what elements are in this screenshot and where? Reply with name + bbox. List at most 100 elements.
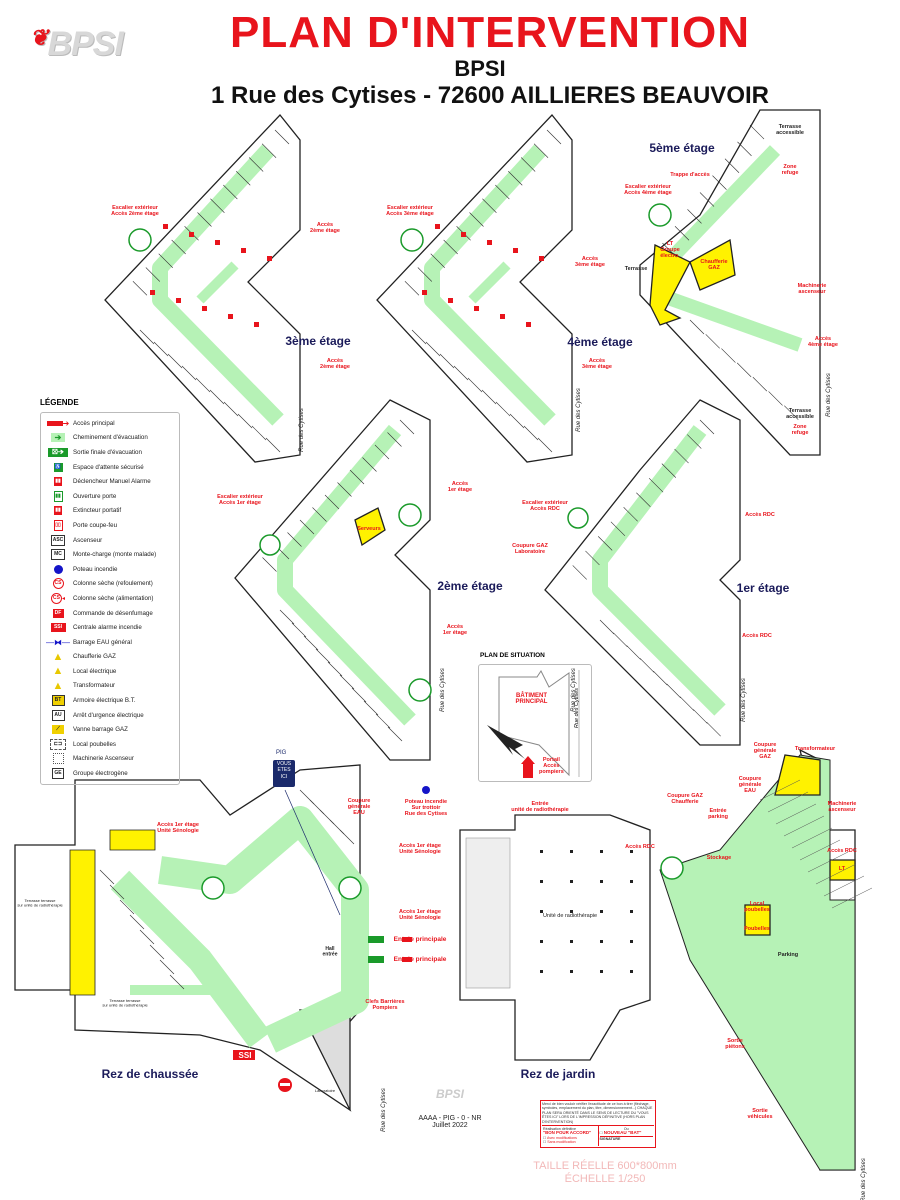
floor-3-room-wall — [132, 281, 148, 296]
floor-2-room-wall — [315, 648, 331, 664]
legend-item-lift-machinery: Machinerie Ascenseur — [43, 752, 177, 767]
fire-extinguisher-icon — [474, 306, 479, 311]
parking-bay-line — [775, 803, 817, 825]
signature-label: SIGNATURE — [599, 1135, 653, 1141]
floor-5-room-wall — [768, 391, 783, 406]
parking-bay-line — [799, 839, 841, 861]
floor-1-room-wall — [636, 492, 651, 507]
rdj-column — [600, 850, 603, 853]
alarm-trigger-icon: ▮▮ — [54, 477, 62, 487]
annotation-rdj-5: Transformateur — [795, 746, 836, 752]
floor-1-corridor — [592, 425, 726, 716]
legend-item-dry-riser-in: CS◂Colonne sèche (alimentation) — [43, 591, 177, 606]
legend-item-label: Sortie finale d'évacuation — [73, 448, 142, 456]
rdc-room-wall — [169, 974, 185, 990]
legend-item-label: Cheminement d'évacuation — [73, 434, 148, 442]
annotation-rdc-4: Entrée principale — [394, 956, 447, 963]
gas-valve-icon: ⟋ — [43, 725, 73, 735]
ou-label: Ou — [623, 1127, 629, 1132]
rdj-column — [540, 940, 543, 943]
floor-3-room-wall — [153, 341, 169, 357]
main-access-arrow-icon — [402, 957, 412, 962]
legend-item-label: Local poubelles — [73, 740, 117, 748]
floor-5-room-wall — [724, 158, 740, 173]
legend-item-fire-hydrant: Poteau incendie — [43, 562, 177, 577]
floor-label-rdc: Rez de chaussée — [102, 1067, 199, 1081]
floor-2-room-wall — [279, 609, 295, 625]
fire-extinguisher-icon — [202, 306, 207, 311]
plan-reference: AAAA - PIG - 0 - NR — [418, 1115, 482, 1122]
floor-1-room-wall — [623, 507, 638, 522]
dry-riser-out-icon: CS — [43, 578, 73, 590]
floor-3-room-wall — [197, 212, 212, 227]
parking-bay-line — [767, 791, 809, 813]
floor-4-room-wall — [467, 377, 483, 393]
rdc-room-wall — [139, 929, 155, 945]
legend-item-water-shutoff: —⧓—Barrage EAU général — [43, 635, 177, 650]
rdj-column — [540, 910, 543, 913]
fire-extinguisher-icon — [176, 298, 181, 303]
annotation-rdj-12: Parking — [778, 952, 798, 958]
floor-3-room-wall — [195, 377, 211, 393]
floor-2-room-wall — [287, 532, 302, 547]
floor-5-room-wall — [712, 175, 727, 190]
parking-lt-room — [829, 859, 856, 881]
floor-5-room-wall — [749, 124, 765, 140]
footer-logo: BPSI — [435, 1087, 464, 1101]
situation-title: PLAN DE SITUATION — [480, 652, 545, 659]
checkbox-sans[interactable]: ☐ Sans modification — [543, 1140, 576, 1145]
floor-4-room-wall — [509, 413, 525, 429]
main-access-arrow-icon: ➔ — [43, 419, 73, 428]
fire-extinguisher-icon — [435, 224, 440, 229]
fire-extinguisher-icon — [228, 314, 233, 319]
floor-2-room-wall — [351, 687, 367, 703]
rdc-spiral-stair-icon — [338, 876, 362, 900]
annotation-f2-3: Serveurs — [357, 526, 381, 532]
rdc-room-wall — [119, 899, 135, 915]
floor-5-spiral-stair-icon — [648, 203, 672, 227]
bpsi-logo: ❦BPSI — [30, 25, 124, 64]
annotation-rdj-11: Stockage — [707, 855, 731, 861]
floor-4-room-wall — [520, 157, 536, 172]
legend-item-label: Porte coupe-feu — [73, 521, 118, 529]
floor-2-room-wall — [312, 507, 327, 522]
lift-machinery-icon — [43, 753, 73, 765]
floor-2-room-wall — [327, 661, 343, 677]
floor-2-spiral-stair-icon — [259, 534, 281, 556]
rdj-column — [630, 910, 633, 913]
floor-3-room-wall — [181, 365, 197, 381]
street-label: Rue des Cytises — [576, 388, 582, 432]
floor-4-room-wall — [411, 329, 427, 345]
rdj-column — [600, 970, 603, 973]
floor-5-room-wall — [736, 362, 752, 378]
fire-door-icon: ▯▯ — [43, 519, 73, 531]
floor-4-corridor-branch — [468, 261, 511, 304]
rdc-lt-top — [109, 829, 156, 851]
checkbox-nouveau-bat[interactable]: ☐ NOUVEAU "BAT" — [599, 1130, 642, 1136]
floor-1-room-wall — [699, 419, 715, 435]
legend-item-door-opening: ▮▮Ouverture porte — [43, 489, 177, 504]
floor-4-room-wall — [425, 341, 441, 357]
floor-1-room-wall — [706, 722, 721, 737]
scale-size: TAILLE RÉELLE 600*800mm — [533, 1160, 677, 1172]
you-are-here-text: VOUS ETES ICI — [276, 761, 292, 780]
annotation-rdc-12: Laboratoire — [315, 1088, 336, 1093]
address: 1 Rue des Cytises - 72600 AILLIERES BEAU… — [211, 82, 769, 109]
floor-3-room-wall — [265, 437, 281, 453]
floor-2-outline — [234, 399, 431, 761]
rdc-room-wall — [339, 829, 355, 845]
legend-item-gas-valve: ⟋Vanne barrage GAZ — [43, 722, 177, 737]
checkbox-avec[interactable]: ☐ Avec modifications — [543, 1135, 577, 1140]
rdj-column — [630, 850, 633, 853]
you-are-here-marker: VOUS ETES ICI — [273, 760, 295, 787]
floor-4-room-wall — [533, 143, 549, 158]
